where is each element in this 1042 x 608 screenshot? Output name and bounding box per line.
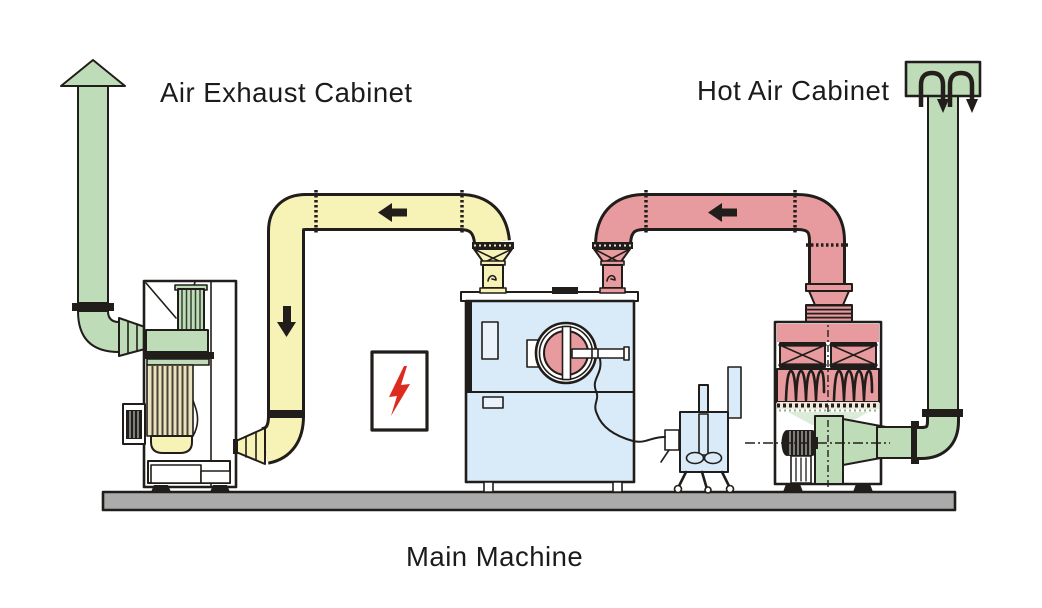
cabinet-foot xyxy=(853,484,873,492)
inlet-duct-stub xyxy=(876,426,914,459)
fresh-air-intake-duct xyxy=(904,60,982,460)
collector-foot xyxy=(151,485,171,492)
coating-pan-door xyxy=(526,321,630,385)
machine-foot xyxy=(483,481,494,493)
hot-air-cabinet-label: Hot Air Cabinet xyxy=(697,75,889,106)
lightning-bolt-icon xyxy=(389,366,410,416)
intake-pipe xyxy=(927,95,959,412)
machine-foot xyxy=(612,481,623,493)
fresh-air-intake-hood xyxy=(904,60,982,113)
louver-block xyxy=(805,304,853,323)
air-exhaust-cabinet-unit xyxy=(122,279,238,492)
spray-arm xyxy=(571,346,630,361)
machine-outlet-funnel xyxy=(472,242,514,294)
control-slot xyxy=(482,396,504,409)
hot-air-supply-duct xyxy=(592,190,853,323)
arrow-up-icon xyxy=(60,59,126,87)
mixer-side-panel xyxy=(727,366,742,419)
cabinet-foot xyxy=(783,484,803,492)
mixer-inlet-box xyxy=(664,429,680,451)
air-filter-box xyxy=(778,342,827,368)
duct-flange xyxy=(922,409,963,417)
duct-flange xyxy=(267,410,305,418)
loop-down-arrows-icon xyxy=(918,70,978,113)
fan-inlet-cone xyxy=(118,317,146,357)
stack-flange xyxy=(72,303,114,311)
blower-column xyxy=(814,415,844,485)
floor-base xyxy=(101,490,957,512)
duct-flange xyxy=(911,421,919,464)
collector-foot xyxy=(210,485,230,492)
collector-inlet-cone xyxy=(233,427,266,465)
exhaust-return-duct xyxy=(233,190,514,465)
mixer-legs xyxy=(673,470,735,494)
machine-inlet-funnel xyxy=(592,242,633,294)
air-exhaust-cabinet-label: Air Exhaust Cabinet xyxy=(160,77,413,108)
machine-top-vent xyxy=(552,287,578,294)
exhaust-stack xyxy=(60,59,146,357)
main-coating-machine xyxy=(460,287,639,493)
liquid-supply-hose xyxy=(593,358,666,443)
exhaust-stack-pipe xyxy=(77,83,109,304)
hot-air-cabinet-unit xyxy=(745,300,919,492)
collector-drawer xyxy=(147,460,231,484)
main-machine-label: Main Machine xyxy=(406,541,583,572)
arrow-left-icon xyxy=(708,203,737,222)
liquid-mixer-unit xyxy=(660,366,742,494)
side-motor-box xyxy=(122,403,146,445)
electrical-control-box xyxy=(370,350,429,432)
side-window xyxy=(481,321,499,360)
air-filter-box xyxy=(829,342,878,368)
stack-elbow xyxy=(77,310,120,353)
arrow-left-icon xyxy=(378,203,407,222)
arrow-down-icon xyxy=(277,306,296,337)
dust-hopper xyxy=(150,435,193,454)
filter-bags xyxy=(146,364,194,437)
mixer-propeller xyxy=(685,451,723,465)
fan-housing xyxy=(145,329,209,353)
